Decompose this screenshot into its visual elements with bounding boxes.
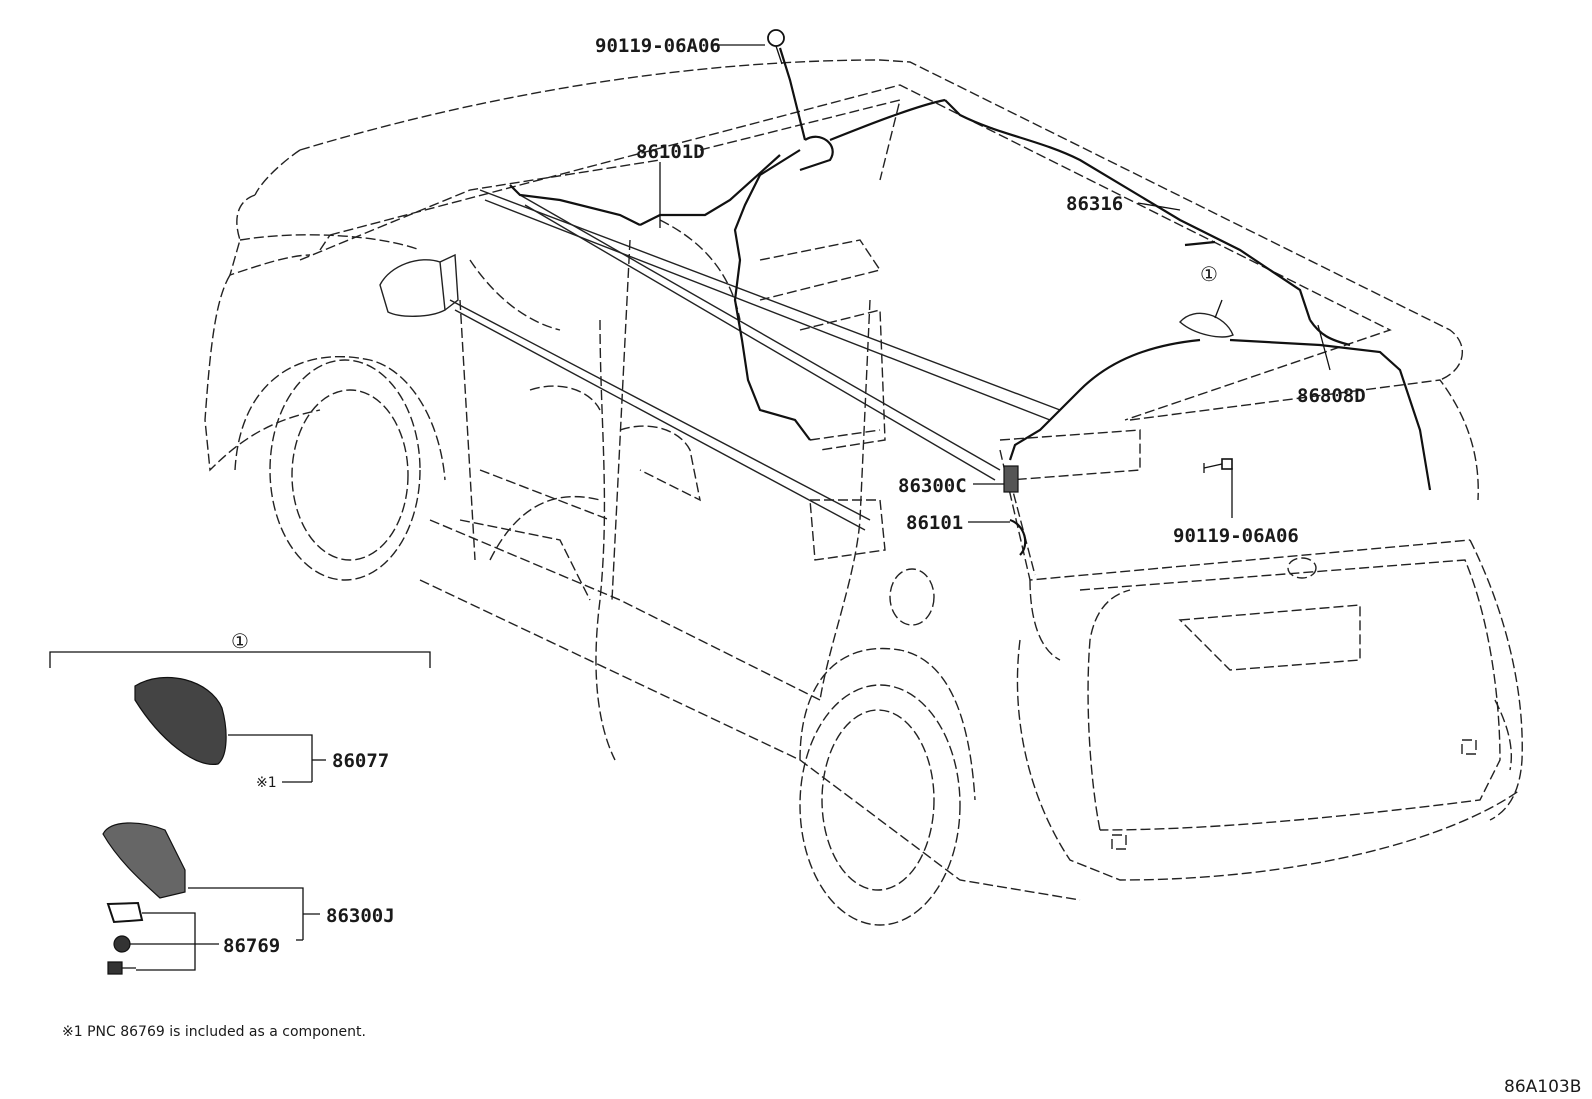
vehicle-body-outline: [204, 59, 1523, 926]
gasket-image: [106, 901, 144, 924]
figure-code: 86A103B: [1504, 1077, 1581, 1097]
roof-rails: [449, 189, 1061, 531]
label-86101d: 86101D: [636, 141, 705, 163]
part-labels: 90119-06A06 86101D 86316 ① 86808D 86300C…: [595, 35, 1366, 547]
antenna-assembly-image: [102, 822, 186, 899]
screw-image: [107, 961, 136, 975]
antenna-cover-image: [134, 676, 227, 765]
label-86300c: 86300C: [898, 475, 967, 497]
leader-lines: [659, 44, 1331, 523]
label-90119-06a06-rear: 90119-06A06: [1173, 525, 1299, 547]
antenna-wiring: [509, 47, 1432, 556]
bolt-icon: [767, 29, 785, 65]
note-mark: ※1: [256, 775, 277, 791]
callout-1-roof: ①: [1200, 262, 1218, 286]
amplifier-86300c: [1003, 465, 1019, 493]
label-86769: 86769: [223, 935, 280, 957]
bolt-icon: [1203, 458, 1233, 473]
callout-1-inset: ①: [231, 629, 249, 653]
footnote: ※1 PNC 86769 is included as a component.: [62, 1024, 366, 1040]
nut-image: [113, 935, 131, 953]
roof-antenna-outline: [1179, 312, 1234, 338]
inset-panel: ① ※1 86077 86300J 86769: [49, 629, 431, 975]
label-90119-06a06-top: 90119-06A06: [595, 35, 721, 57]
label-86808d: 86808D: [1297, 385, 1366, 407]
label-86077: 86077: [332, 750, 389, 772]
label-86300j: 86300J: [326, 905, 395, 927]
label-86316: 86316: [1066, 193, 1123, 215]
side-mirror: [379, 253, 459, 317]
label-86101: 86101: [906, 512, 963, 534]
